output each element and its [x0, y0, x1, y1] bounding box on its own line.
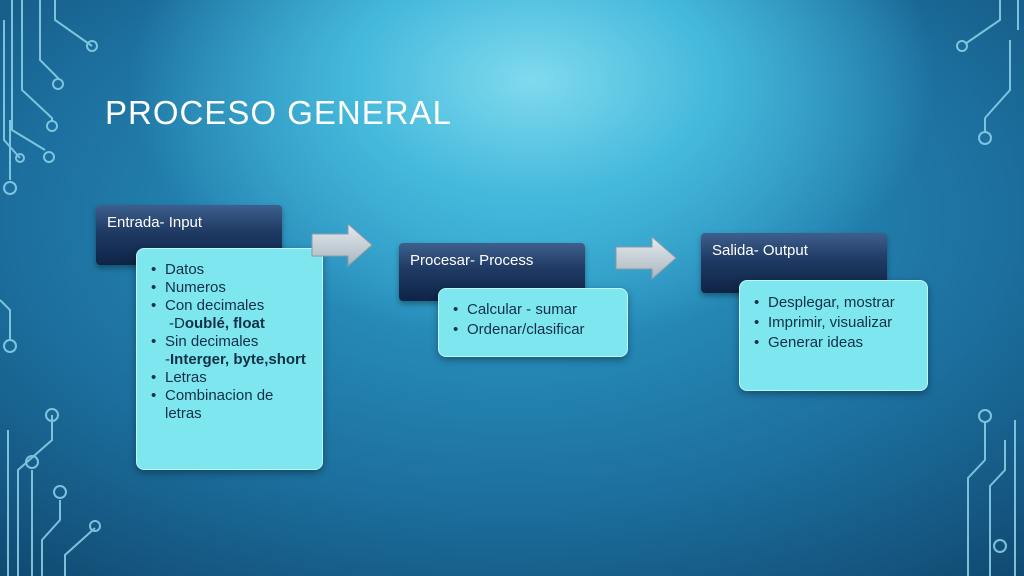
- list-item: Desplegar, mostrar: [752, 293, 919, 313]
- process-content-box: Calcular - sumar Ordenar/clasificar: [438, 288, 628, 357]
- list-item: Datos: [149, 261, 314, 279]
- output-header-label: Salida- Output: [712, 242, 808, 259]
- list-item: Ordenar/clasificar: [451, 320, 619, 340]
- input-item-list: Datos Numeros Con decimales -Doublé, flo…: [149, 261, 314, 423]
- list-item: Sin decimales -Interger, byte,short: [149, 333, 314, 369]
- input-content-box: Datos Numeros Con decimales -Doublé, flo…: [136, 248, 323, 470]
- process-item-list: Calcular - sumar Ordenar/clasificar: [451, 300, 619, 340]
- list-item: Generar ideas: [752, 333, 919, 353]
- output-item-list: Desplegar, mostrar Imprimir, visualizar …: [752, 293, 919, 353]
- non-decimal-types: -Interger, byte,short: [165, 351, 306, 368]
- slide-title: Proceso General: [105, 94, 452, 131]
- list-item: Con decimales -Doublé, float: [149, 297, 314, 333]
- input-header-label: Entrada- Input: [107, 214, 203, 231]
- list-item: Imprimir, visualizar: [752, 313, 919, 333]
- list-item: Numeros: [149, 279, 314, 297]
- arrow-right-icon: [615, 236, 677, 280]
- process-header-label: Procesar- Process: [410, 252, 534, 269]
- list-item: Letras: [149, 369, 314, 387]
- list-item: Calcular - sumar: [451, 300, 619, 320]
- list-item: Combinacion de letras: [149, 387, 314, 423]
- output-content-box: Desplegar, mostrar Imprimir, visualizar …: [739, 280, 928, 391]
- arrow-right-icon: [311, 222, 373, 268]
- decimal-types: -Doublé, float: [169, 315, 265, 332]
